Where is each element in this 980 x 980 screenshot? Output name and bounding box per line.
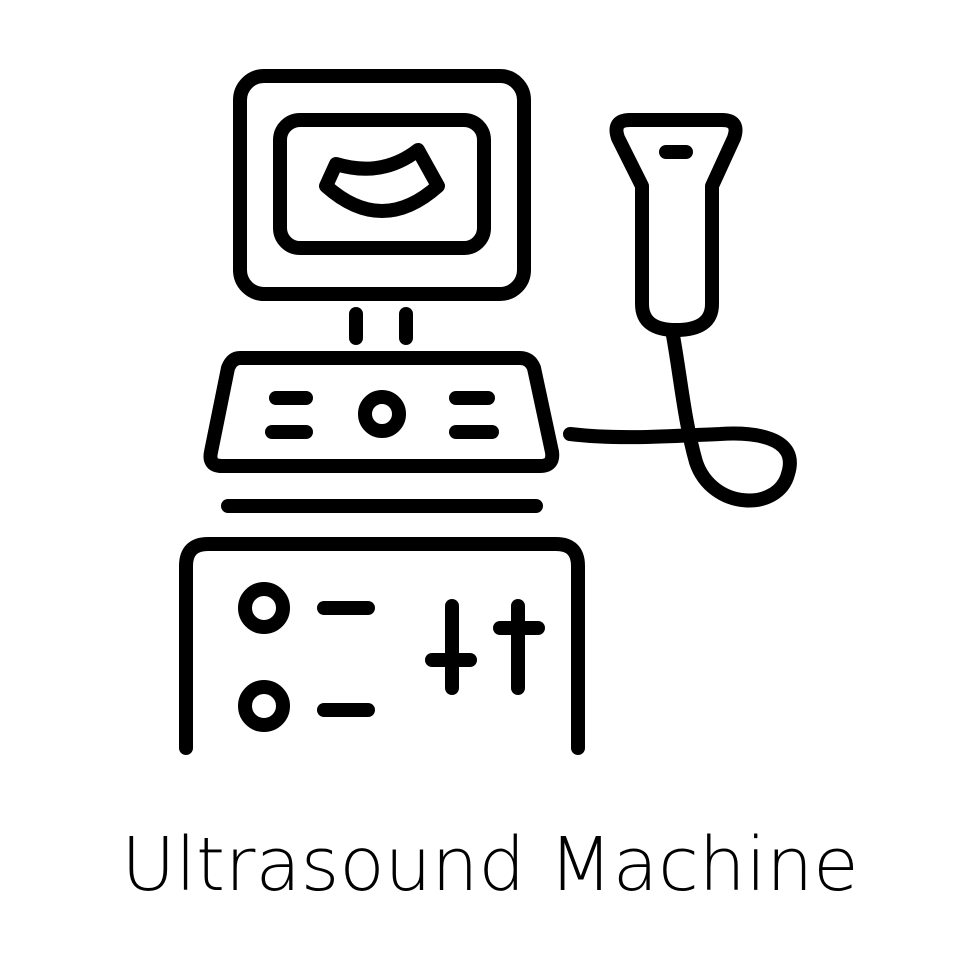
- ultrasound-machine-icon: [179, 69, 797, 755]
- probe-cable: [563, 323, 797, 508]
- control-panel: [203, 351, 560, 473]
- control-panel-frame: [203, 351, 560, 473]
- panel-dial-icon: [358, 390, 406, 438]
- transducer-probe: [609, 113, 743, 337]
- monitor-screen: [273, 113, 491, 255]
- caption-text: Ultrasound Machine: [121, 822, 859, 908]
- cabinet-knob-top: [238, 582, 290, 634]
- cabinet-knob-bottom: [238, 680, 290, 732]
- monitor: [233, 69, 531, 301]
- cabinet-frame: [179, 537, 585, 755]
- cabinet: [179, 537, 585, 755]
- monitor-frame: [233, 69, 531, 301]
- ultrasound-scan-image: [319, 143, 445, 218]
- monitor-stand: [349, 307, 413, 345]
